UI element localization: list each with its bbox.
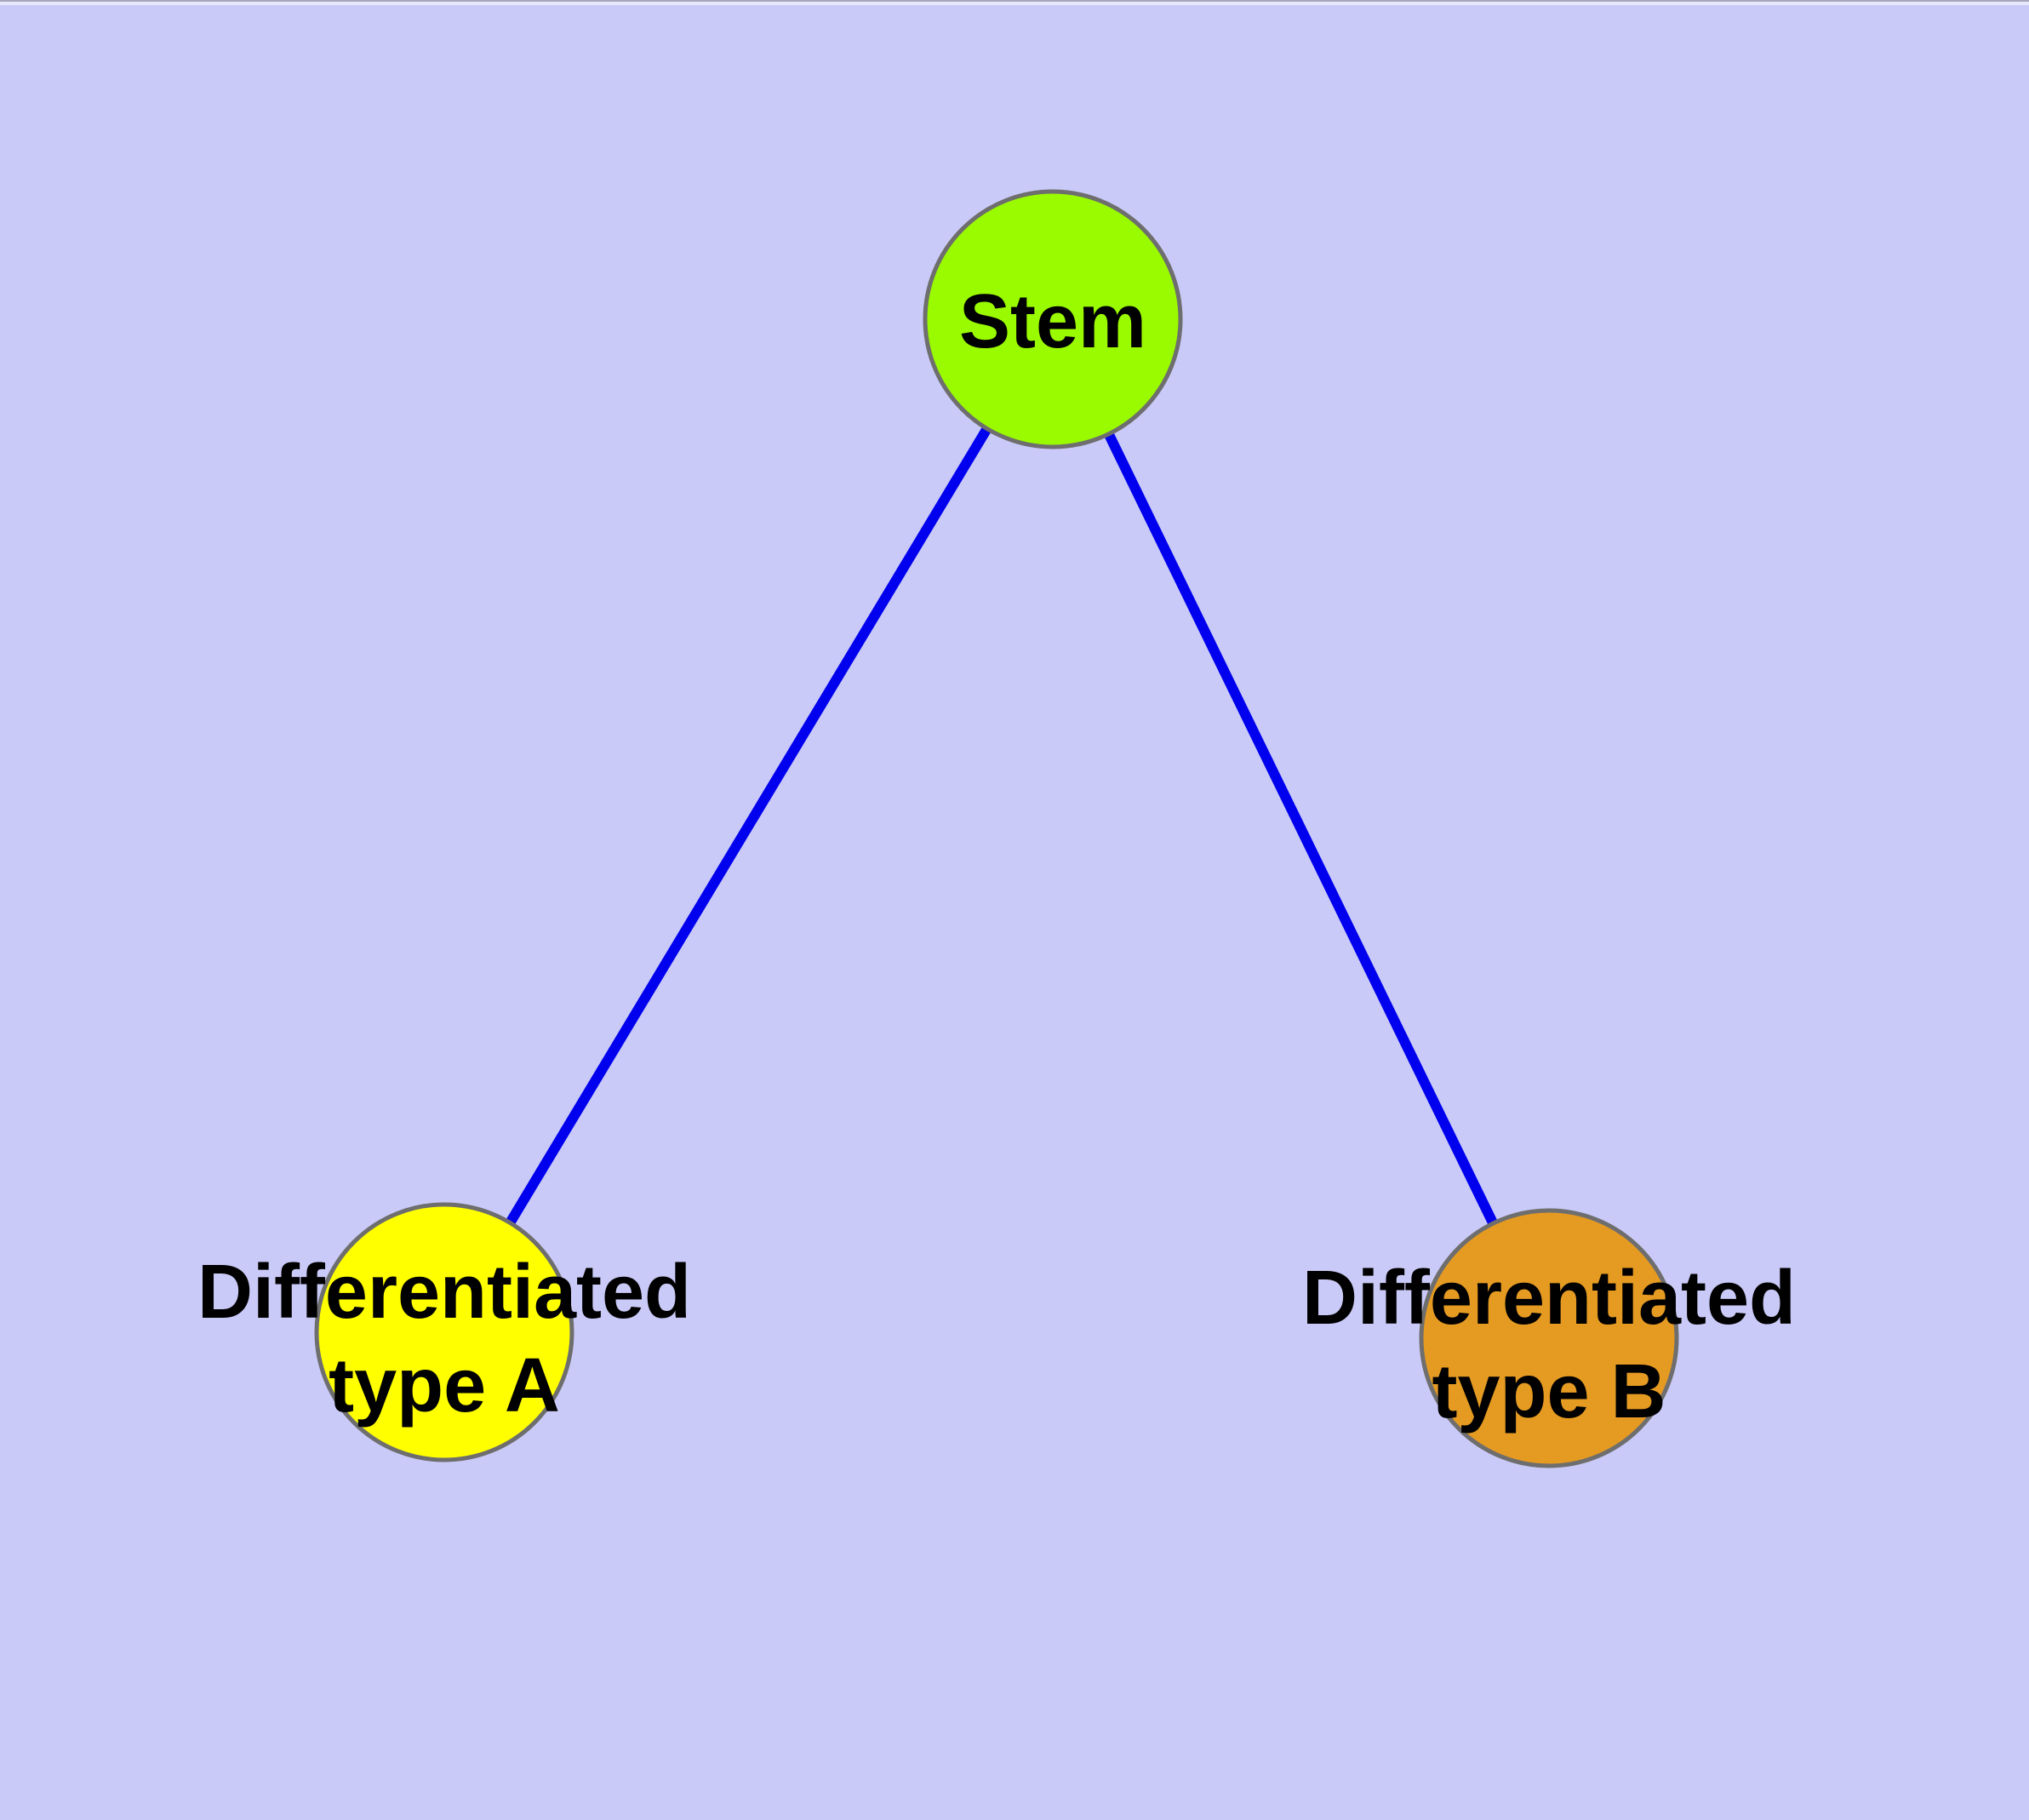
edge-stem-to-type-b <box>1048 317 1554 1341</box>
node-type-b-label-line1: Differentiated <box>1302 1256 1796 1341</box>
top-edge-hairline <box>0 0 2029 2</box>
node-type-b-label-line2: type B <box>1432 1349 1666 1434</box>
node-type-a-label-line2: type A <box>329 1343 560 1428</box>
top-edge-highlight <box>0 2 2029 5</box>
edge-stem-to-type-a <box>439 316 1058 1336</box>
node-type-a-label-line1: Differentiated <box>197 1250 691 1335</box>
node-type-b-circle <box>1419 1208 1679 1468</box>
node-stem-circle <box>923 189 1183 449</box>
node-type-a-circle <box>314 1202 574 1462</box>
node-stem-label: Stem <box>959 279 1146 364</box>
